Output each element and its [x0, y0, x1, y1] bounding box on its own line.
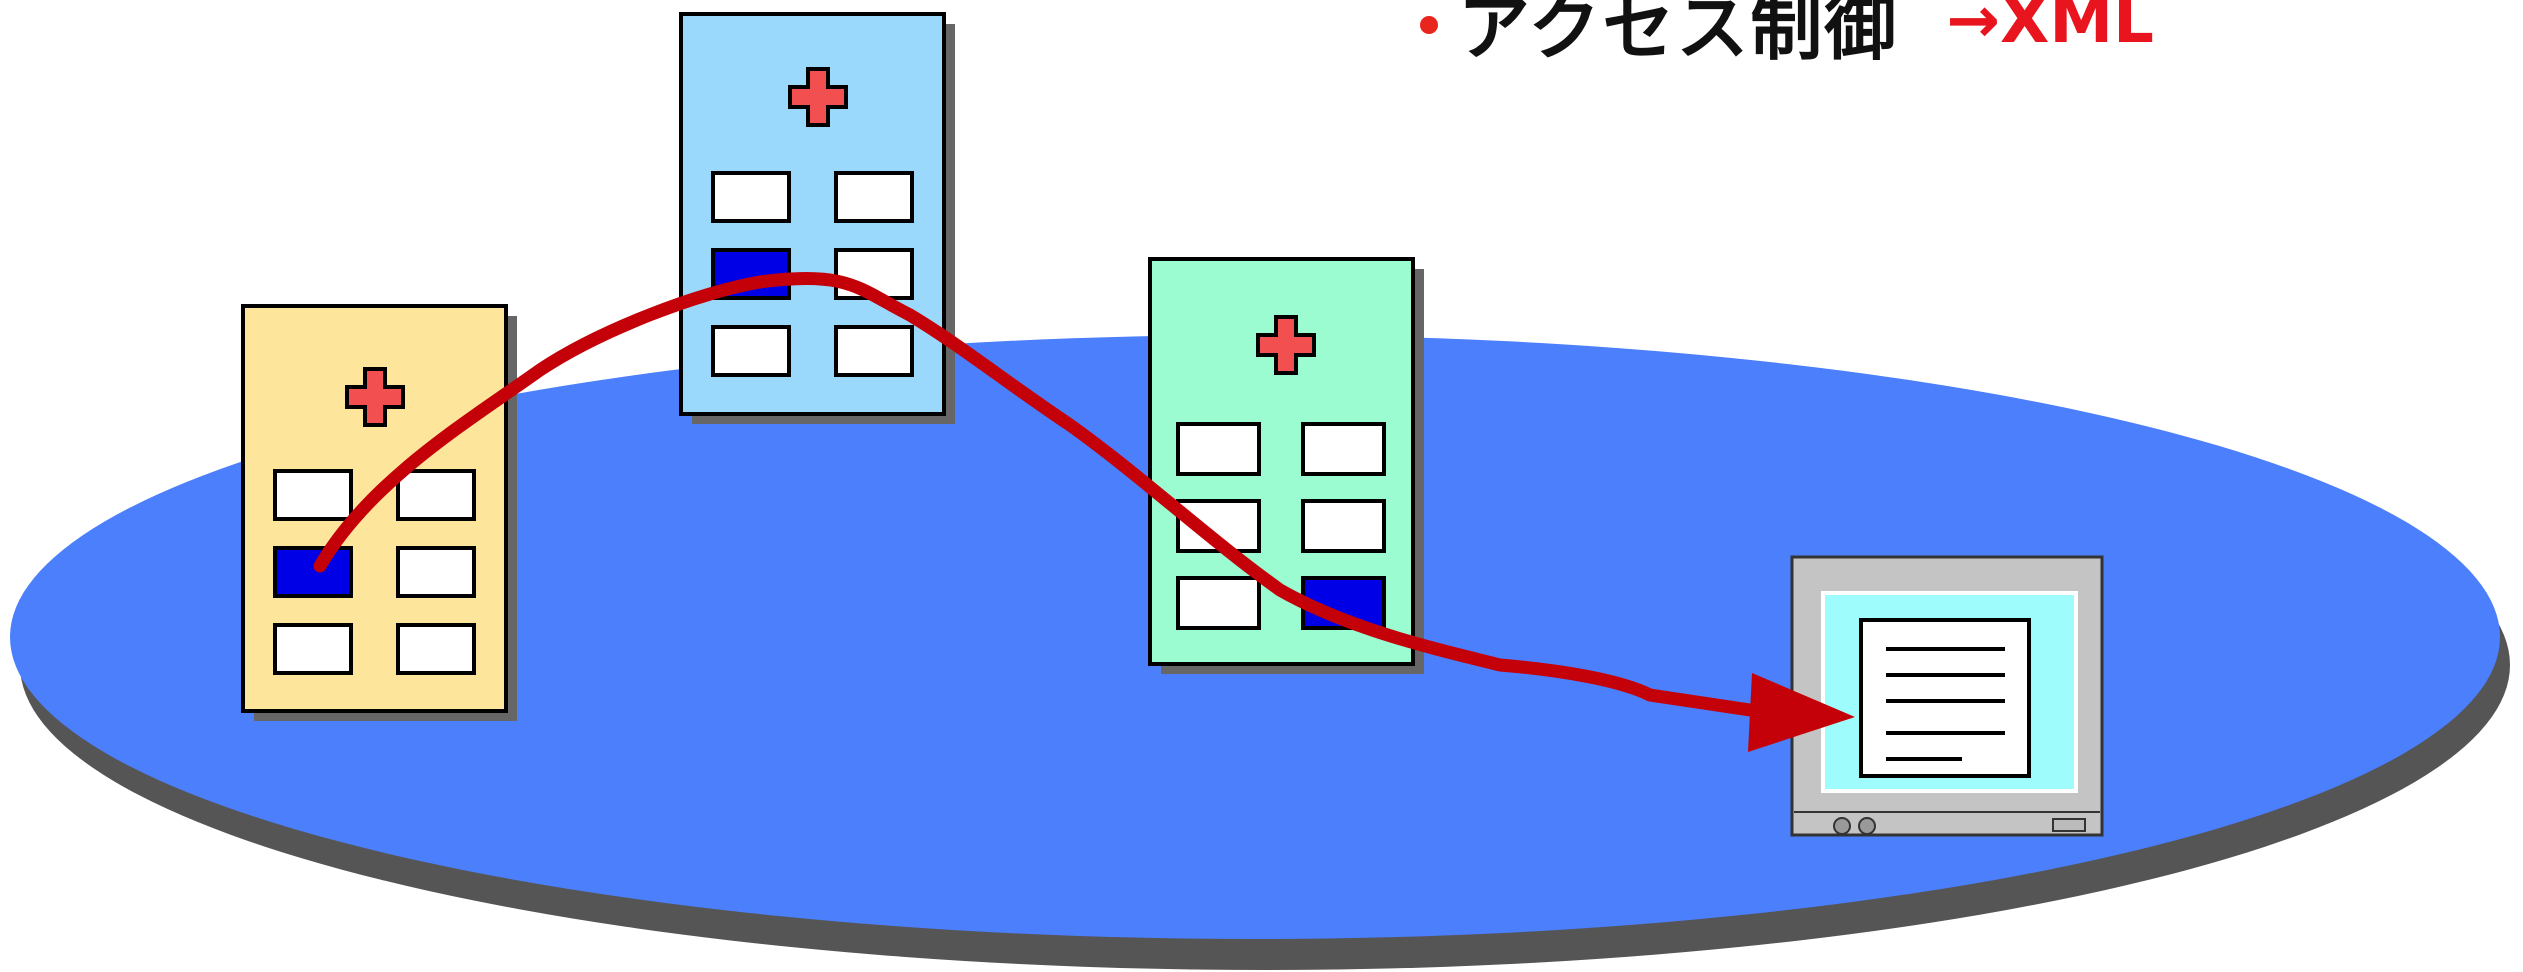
monitor-knob	[1833, 817, 1851, 835]
document-page	[1859, 618, 2031, 778]
building-window	[834, 171, 914, 223]
building-window	[834, 325, 914, 377]
building-window	[273, 469, 353, 521]
heading-line: アクセス制御 →XML	[1420, 0, 2154, 70]
building-window	[396, 546, 476, 598]
monitor-document-icon	[1790, 555, 2104, 837]
monitor-knob	[1858, 817, 1876, 835]
hospital-middle	[679, 12, 955, 424]
building-window	[396, 623, 476, 675]
data-flow-path	[313, 271, 1777, 720]
hospital-left	[241, 304, 517, 721]
arrow-head	[1748, 673, 1855, 752]
heading-suffix: →XML	[1946, 0, 2154, 58]
building-window	[711, 171, 791, 223]
monitor-slot	[2052, 818, 2086, 832]
building-window	[711, 325, 791, 377]
building-window	[396, 469, 476, 521]
building-window	[1301, 422, 1386, 476]
building-window-highlighted	[273, 546, 353, 598]
building-window	[1176, 576, 1261, 630]
medical-cross-icon	[1256, 315, 1316, 375]
heading-text: アクセス制御	[1458, 0, 1899, 70]
medical-cross-icon	[345, 367, 405, 427]
hospital-right	[1148, 257, 1424, 674]
building-window	[1176, 422, 1261, 476]
data-flow-arrow-icon	[313, 271, 1855, 752]
bullet-dot-icon	[1420, 16, 1438, 34]
medical-cross-icon	[788, 67, 848, 127]
building-window	[1301, 499, 1386, 553]
building-window	[273, 623, 353, 675]
